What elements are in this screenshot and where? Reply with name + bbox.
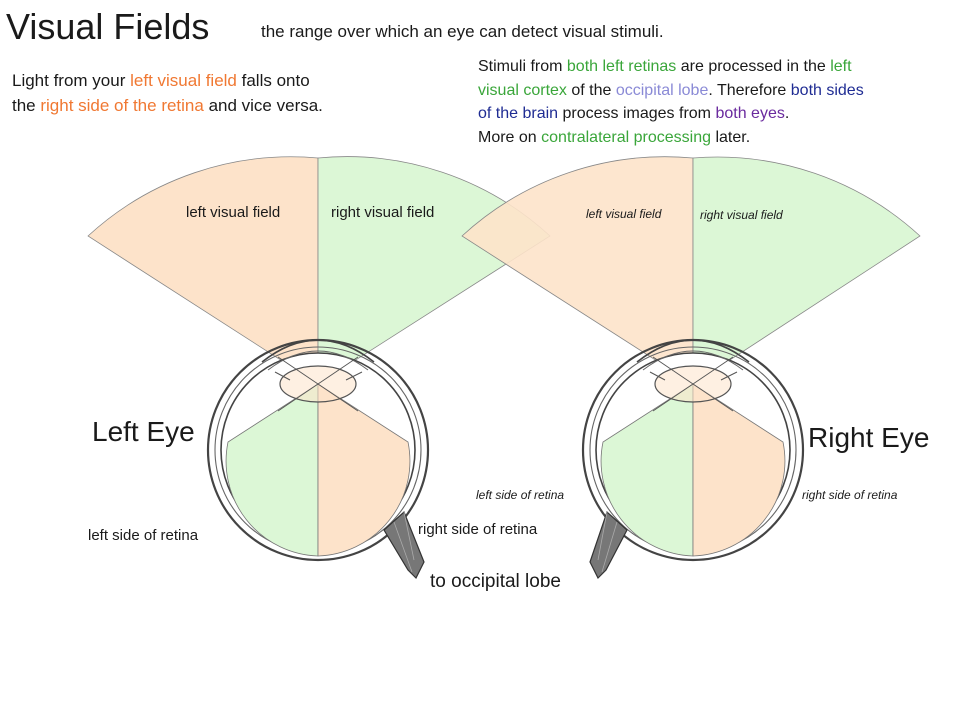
right-eye-left-field-label: left visual field (586, 207, 662, 221)
left-eye-optic-nerve (383, 510, 425, 580)
note-right-text: . (784, 105, 790, 122)
note-right-highlight: visual cortex (478, 81, 567, 99)
right-eye-optic-nerve (589, 510, 628, 580)
right-eye-right-field-region (692, 156, 921, 385)
note-right-text: process images from (558, 105, 716, 122)
left-eye-left-field-label: left visual field (186, 204, 281, 221)
left-eye-left-field-region (87, 156, 319, 385)
note-right-highlight: both sides (790, 81, 864, 99)
occipital-lobe-label: to occipital lobe (430, 571, 561, 592)
left-eye-left-retina-region (225, 383, 319, 557)
note-right-line-2: visual cortex of the occipital lobe. The… (478, 79, 864, 103)
note-left: Light from your left visual field falls … (12, 68, 323, 118)
note-right-text: Stimuli from (478, 58, 567, 75)
right-eye-label: Right Eye (808, 422, 930, 453)
note-right-line-4: More on contralateral processing later. (478, 126, 864, 150)
note-right: Stimuli from both left retinas are proce… (478, 55, 864, 149)
note-right-text: later. (711, 128, 751, 146)
note-right-text: More on (478, 128, 542, 146)
note-right-text: . Therefore (708, 81, 791, 99)
left-eye-label: Left Eye (92, 416, 195, 447)
left-eye-right-field-label: right visual field (331, 204, 435, 221)
right-eye-right-retina-label: right side of retina (802, 488, 898, 502)
note-right-text: of the (566, 81, 616, 99)
note-left-text: Light from your (12, 71, 131, 90)
page-subtitle: the range over which an eye can detect v… (261, 22, 664, 41)
right-eye-right-field-label: right visual field (700, 208, 783, 222)
left-eye-left-retina-label: left side of retina (88, 527, 199, 544)
note-right-highlight: occipital lobe (615, 81, 709, 99)
note-right-text: are processed in the (676, 58, 831, 75)
note-left-line-1: Light from your left visual field falls … (12, 68, 323, 93)
note-right-highlight: both left retinas (566, 58, 677, 75)
note-left-highlight: left visual field (130, 71, 237, 90)
right-eye-right-retina-region (692, 383, 786, 557)
note-right-highlight: left (830, 58, 852, 75)
left-eye-right-retina-label: right side of retina (418, 521, 538, 538)
right-eye-left-retina-label: left side of retina (476, 488, 565, 502)
right-eye-left-field-region (461, 156, 694, 385)
note-left-text: the (12, 96, 41, 115)
page-title: Visual Fields (6, 6, 210, 47)
note-right-line-3: of the brain process images from both ey… (478, 102, 864, 126)
right-eye-left-retina-region (600, 383, 694, 557)
note-right-line-1: Stimuli from both left retinas are proce… (478, 55, 864, 79)
left-eye-right-retina-region (317, 383, 411, 557)
note-right-highlight: contralateral processing (541, 128, 712, 146)
note-right-highlight: of the brain (478, 105, 559, 122)
note-right-highlight: both eyes (715, 105, 785, 122)
note-left-text: and vice versa. (203, 96, 323, 115)
note-left-highlight: right side of the retina (40, 96, 204, 115)
note-left-text: falls onto (236, 71, 310, 90)
note-left-line-2: the right side of the retina and vice ve… (12, 93, 323, 118)
